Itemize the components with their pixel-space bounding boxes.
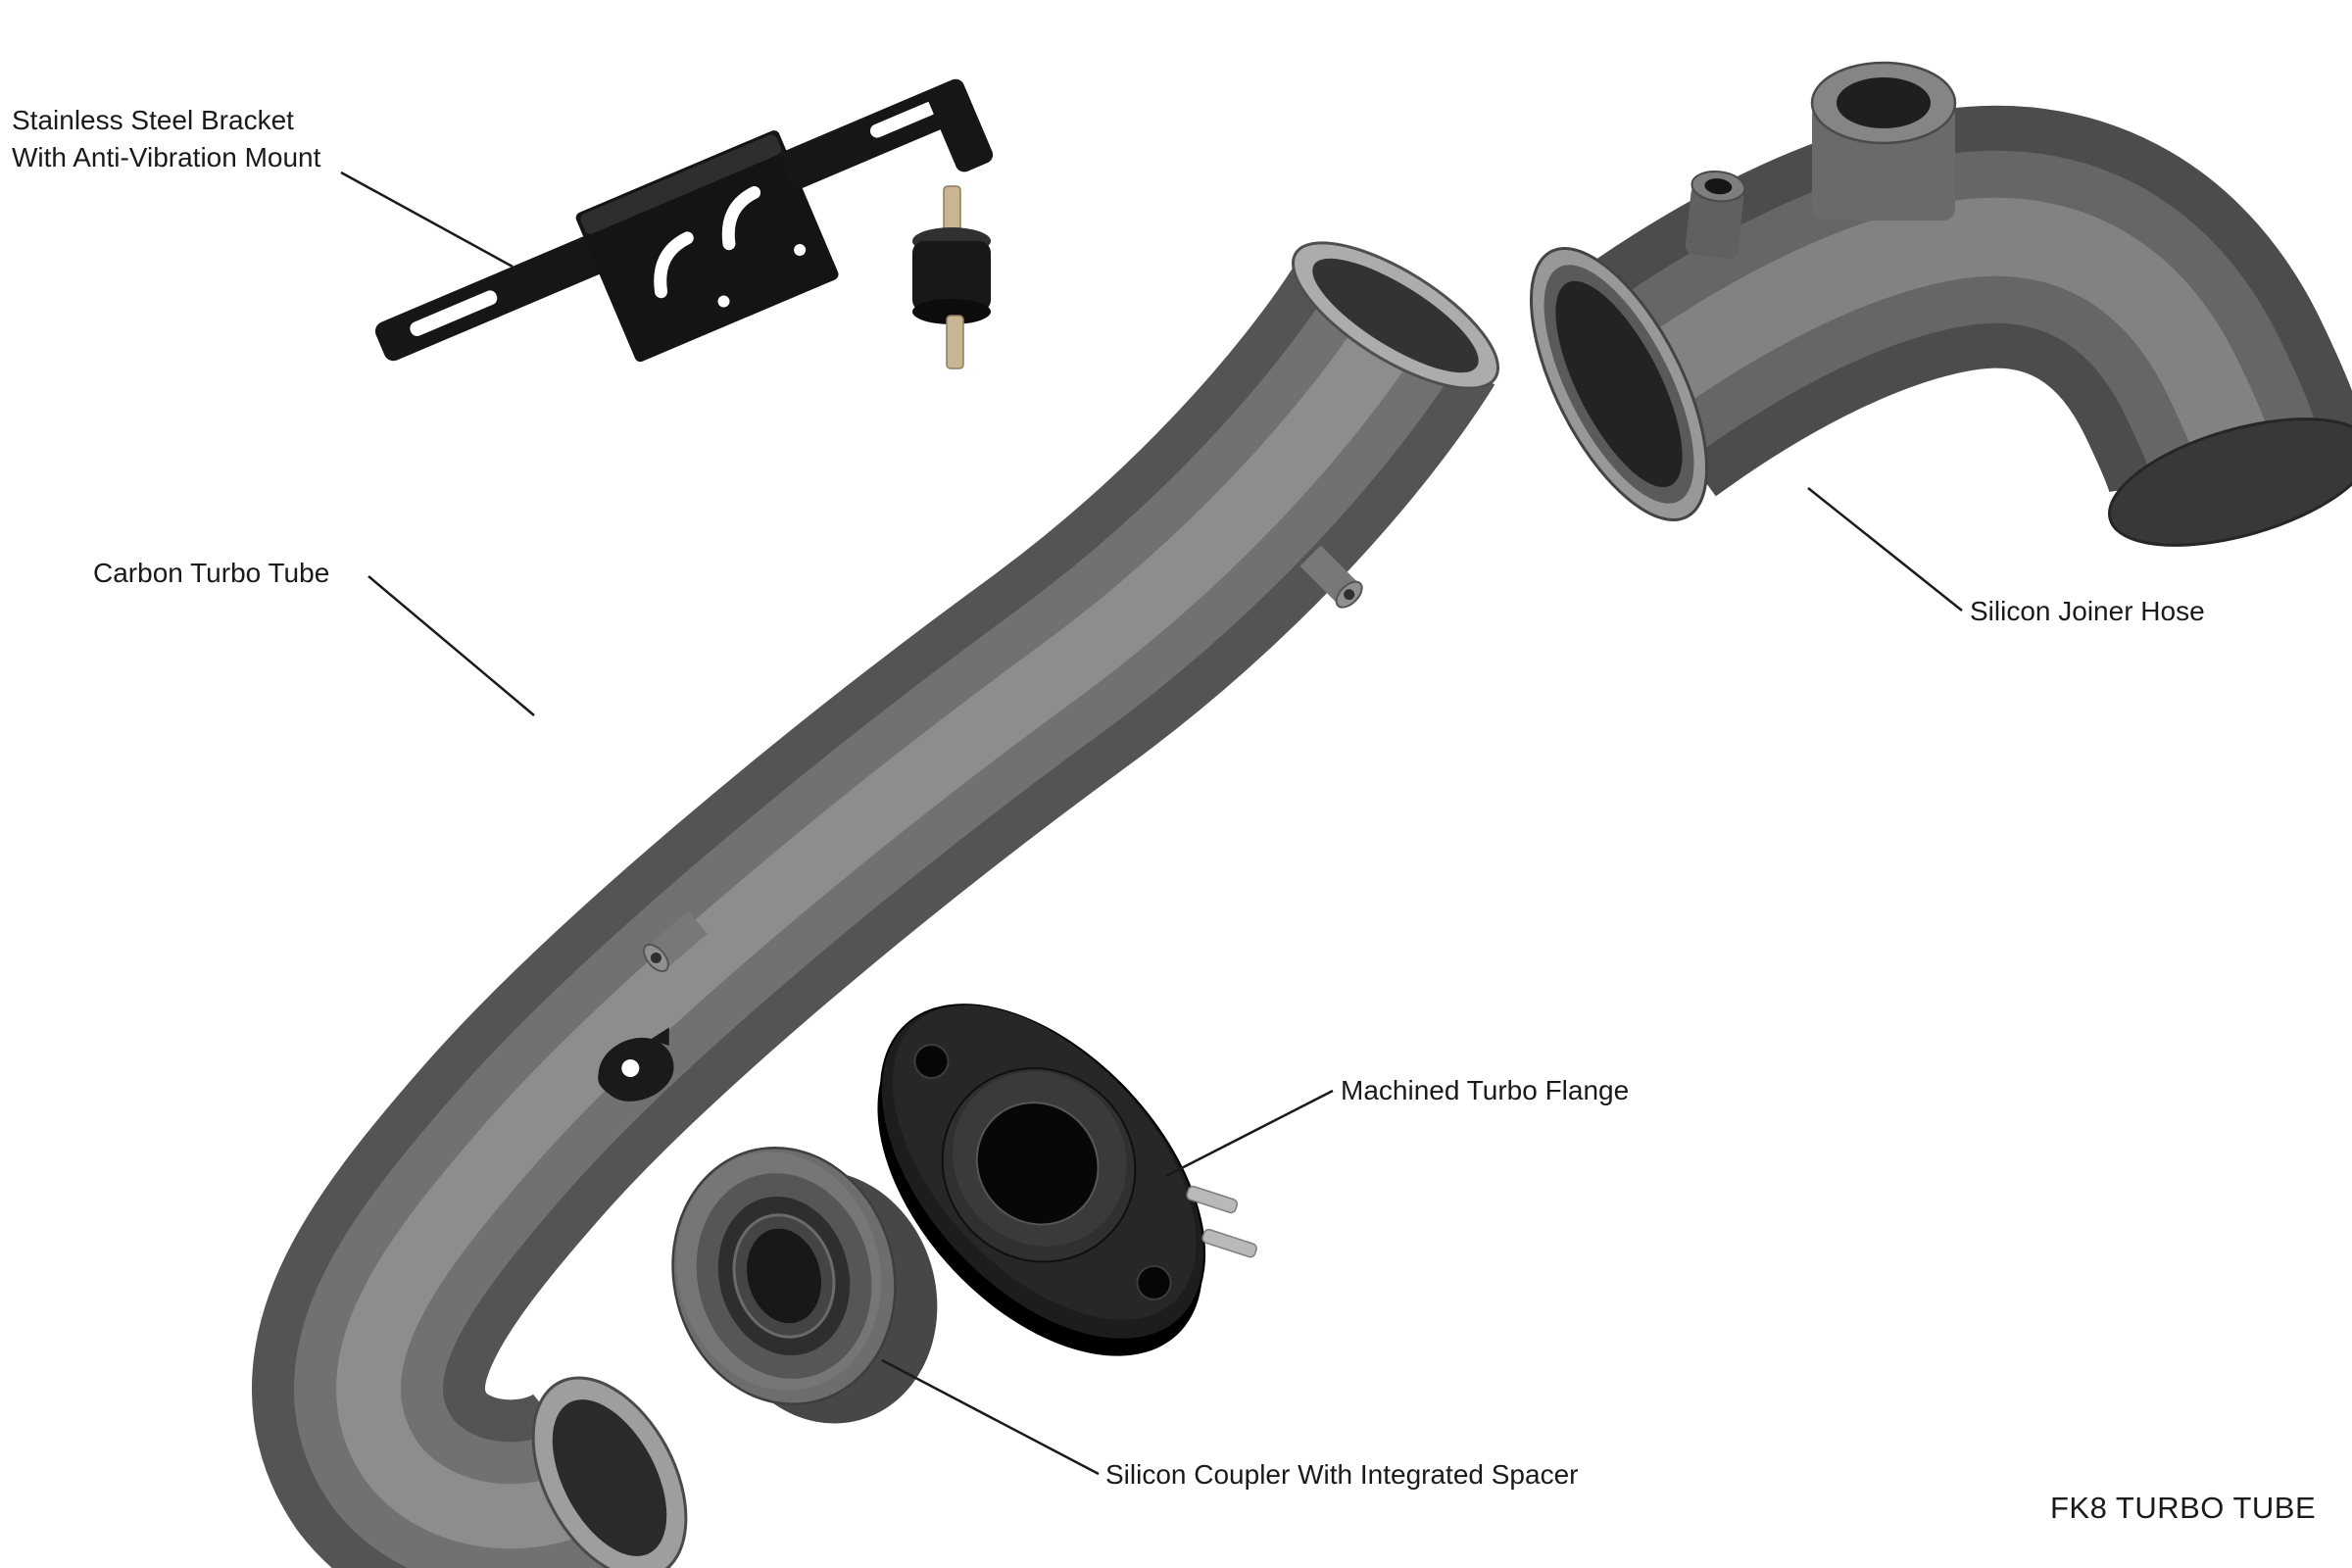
diagram-title: FK8 TURBO TUBE xyxy=(2050,1491,2316,1525)
port-bore xyxy=(1837,77,1931,128)
leader-joiner-hose xyxy=(1807,487,1963,612)
flange-bolt-hole-right xyxy=(1136,1264,1172,1300)
label-carbon-turbo-tube: Carbon Turbo Tube xyxy=(93,558,329,588)
clip-tab xyxy=(650,1027,669,1047)
nipple-hole xyxy=(1344,589,1355,601)
bracket-part xyxy=(374,78,994,363)
leader-carbon-tube xyxy=(368,575,535,716)
anti-vibration-mount-part xyxy=(912,185,991,369)
clip-part xyxy=(598,1027,674,1102)
tube-bottom-bore xyxy=(552,1399,667,1556)
coupler-bore-inner xyxy=(747,1228,821,1324)
hose-end xyxy=(2108,417,2352,547)
hose-opening-bore xyxy=(1555,280,1683,488)
mount-bottom-stud xyxy=(946,315,964,369)
bracket-web-highlight xyxy=(580,134,782,234)
flange-bore xyxy=(975,1102,1100,1226)
label-silicon-joiner-hose: Silicon Joiner Hose xyxy=(1970,596,2205,626)
tube-top-bore xyxy=(1312,258,1479,373)
nipple-hole xyxy=(650,952,662,963)
label-silicon-coupler: Silicon Coupler With Integrated Spacer xyxy=(1105,1459,1578,1490)
stud xyxy=(1201,1228,1257,1258)
leader-turbo-flange xyxy=(1165,1089,1334,1178)
flange-stud-lower xyxy=(1201,1228,1257,1258)
carbon-turbo-tube-part xyxy=(252,241,1500,1568)
silicon-coupler-part xyxy=(671,1146,938,1424)
turbo-flange-part xyxy=(877,1004,1206,1356)
hose-highlight xyxy=(1615,197,2278,479)
flange-stud-upper xyxy=(1186,1185,1239,1214)
leader-bracket xyxy=(340,171,514,269)
hose-port-small xyxy=(1685,170,1746,259)
bracket-slot-right xyxy=(869,101,937,138)
bracket-curved-slot-1 xyxy=(654,231,694,299)
hose-port-large xyxy=(1810,61,1957,220)
bracket-curved-slot-2 xyxy=(721,186,761,251)
bracket-upper-arm xyxy=(778,88,948,192)
bracket-hole-2 xyxy=(794,244,807,257)
mount-rubber-body xyxy=(912,241,991,312)
port-bore xyxy=(1704,178,1733,195)
mount-body-bottom xyxy=(912,299,991,324)
tube-nipple-upper xyxy=(1299,545,1363,609)
label-bracket-line2: With Anti-Vibration Mount xyxy=(12,142,321,172)
bracket-web-plate xyxy=(575,130,839,363)
label-machined-turbo-flange: Machined Turbo Flange xyxy=(1341,1075,1629,1105)
leader-coupler xyxy=(881,1358,1100,1476)
hose-opening xyxy=(1529,246,1709,522)
bracket-slot-left xyxy=(410,290,498,336)
tube-top-opening xyxy=(1291,241,1500,390)
silicon-joiner-hose-part xyxy=(1529,61,2352,547)
port-body xyxy=(1685,184,1744,259)
label-bracket-line1: Stainless Steel Bracket xyxy=(12,105,294,135)
tube-highlight xyxy=(336,306,1424,1549)
tube-bottom-opening xyxy=(531,1376,688,1568)
tube-nipple-lower xyxy=(643,910,708,972)
bracket-hole-1 xyxy=(717,295,730,308)
hose-end-face xyxy=(2108,417,2352,547)
clip-hole xyxy=(621,1059,640,1078)
stud xyxy=(1186,1185,1239,1214)
bracket-end-tab xyxy=(926,78,994,172)
flange-bolt-hole-left xyxy=(913,1044,950,1080)
